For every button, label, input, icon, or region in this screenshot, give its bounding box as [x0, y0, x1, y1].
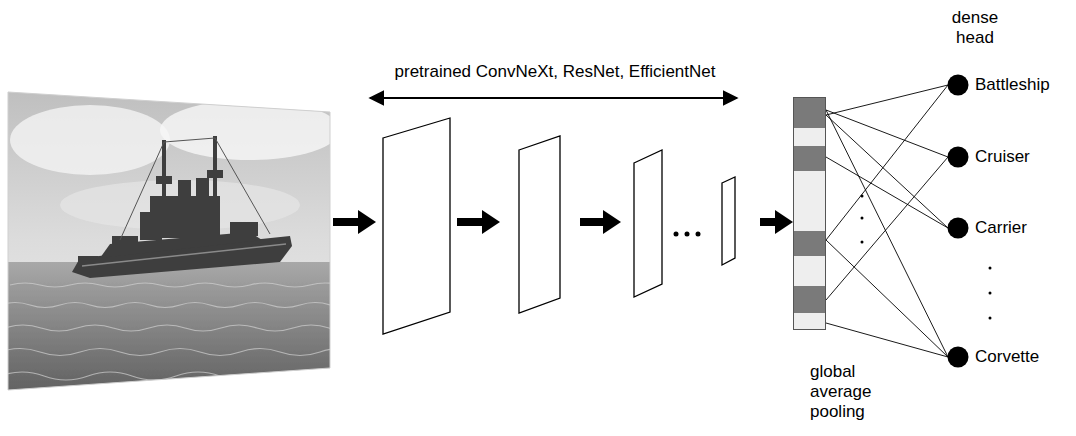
span-arrow: [370, 97, 737, 99]
vector-cell: [794, 98, 825, 128]
class-label: Cruiser: [975, 147, 1030, 167]
neuron-circle: [947, 346, 969, 368]
head-label: dense head: [940, 8, 1010, 48]
backbone-label: pretrained ConvNeXt, ResNet, EfficientNe…: [355, 62, 755, 82]
neuron-circle: [947, 146, 969, 168]
dense-connection: [826, 115, 948, 228]
neuron-circle: [947, 217, 969, 239]
class-label: Corvette: [975, 347, 1039, 367]
feature-vector-bar: [793, 97, 826, 330]
vector-cell: [794, 146, 825, 171]
vector-cell: [794, 128, 825, 146]
battleship-photo: [0, 80, 365, 402]
dense-connection: [826, 110, 948, 357]
vector-cell: [794, 313, 825, 330]
output-neuron: Battleship: [947, 74, 1052, 96]
vector-cell: [794, 256, 825, 286]
output-neuron: Cruiser: [947, 146, 1032, 168]
vector-cell: [794, 171, 825, 231]
vector-cell: [794, 286, 825, 313]
node-label: global average pooling: [793, 362, 874, 422]
dense-connection: [826, 110, 948, 300]
feature-maps: [383, 118, 735, 334]
class-label: Carrier: [975, 218, 1027, 238]
vector-cell: [794, 231, 825, 256]
pooling-vector: global average pooling: [793, 97, 873, 422]
vertical-dots: [861, 195, 992, 320]
ellipsis-dots: [674, 232, 701, 237]
output-neuron: Carrier: [947, 217, 1029, 239]
class-label: Battleship: [975, 75, 1050, 95]
neuron-circle: [947, 74, 969, 96]
dense-connection: [826, 85, 948, 240]
output-neuron: Corvette: [947, 346, 1042, 368]
